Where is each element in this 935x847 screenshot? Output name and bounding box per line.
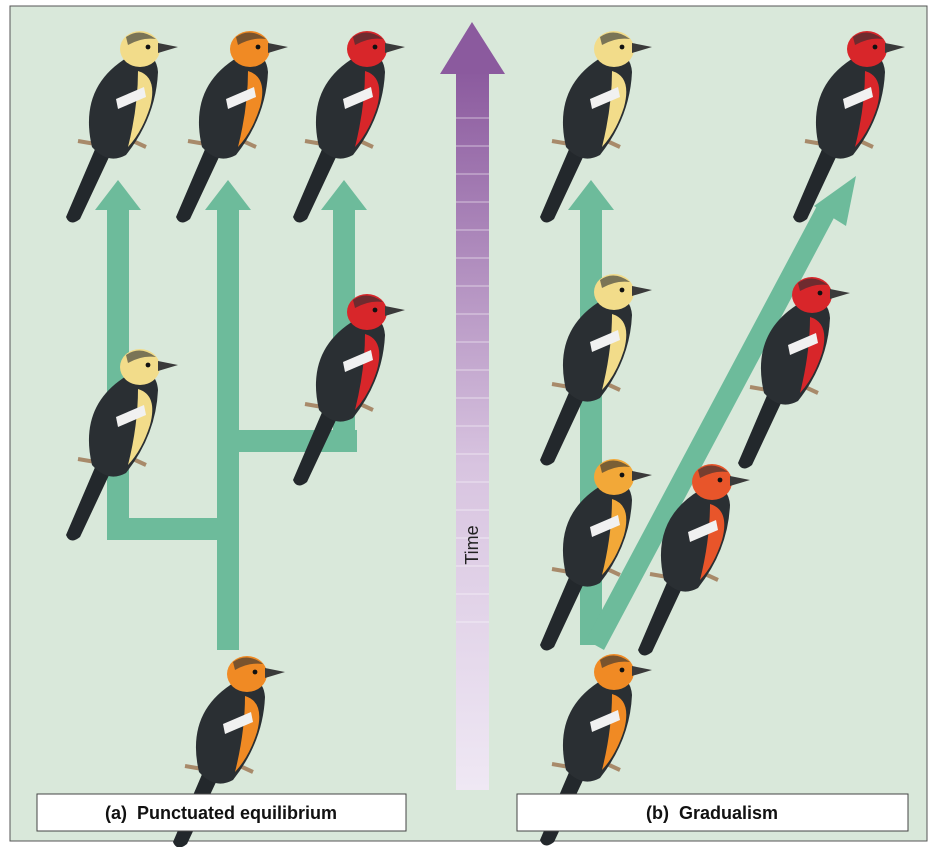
bird-a-top-orange xyxy=(176,31,288,223)
bird-a-top-red xyxy=(293,31,405,223)
time-arrow: Time xyxy=(440,22,505,790)
bird-b-mid-yellow xyxy=(540,274,652,466)
bird-a-top-yellow xyxy=(66,31,178,223)
caption-b-box: (b) Gradualism xyxy=(516,793,909,832)
caption-a-box: (a) Punctuated equilibrium xyxy=(36,793,407,832)
bird-b-top-yellow xyxy=(540,31,652,223)
caption-b: (b) Gradualism xyxy=(646,803,778,823)
bird-b-orange-red xyxy=(638,464,750,656)
caption-a: (a) Punctuated equilibrium xyxy=(105,803,337,823)
bird-a-mid-yellow xyxy=(66,349,178,541)
bird-a-ancestor-orange xyxy=(173,656,285,847)
bird-b-mid-red xyxy=(738,277,850,469)
bird-b-top-red xyxy=(793,31,905,223)
bird-b-orange-yellow xyxy=(540,459,652,651)
bird-a-mid-red xyxy=(293,294,405,486)
time-label: Time xyxy=(462,525,482,564)
